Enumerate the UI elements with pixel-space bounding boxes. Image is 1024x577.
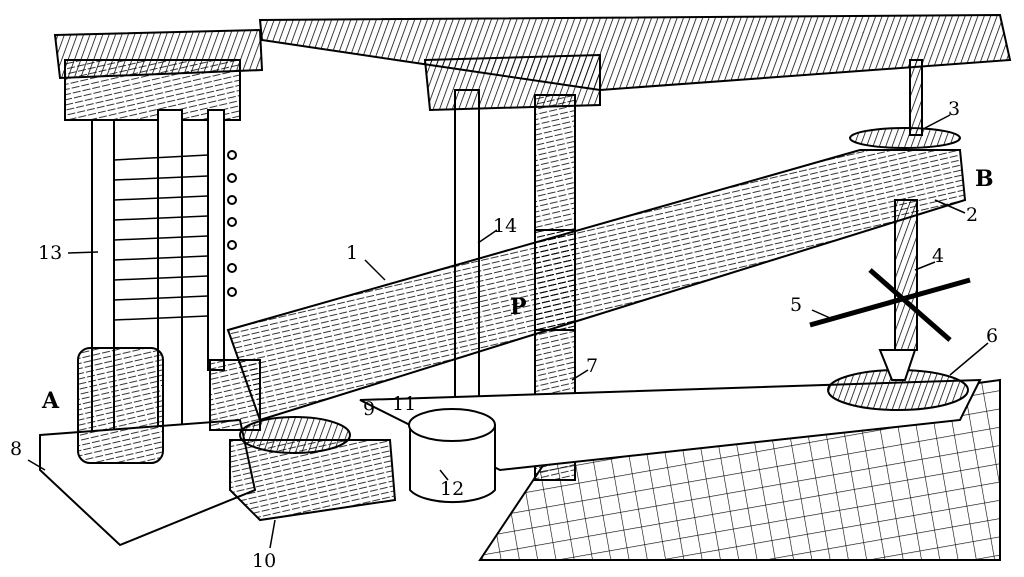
capstan-bar xyxy=(809,277,971,328)
press-post-back xyxy=(207,109,225,371)
screw xyxy=(909,59,923,136)
label-14: 14 xyxy=(493,215,518,237)
label-3: 3 xyxy=(948,98,961,120)
basket xyxy=(239,416,351,454)
pegs xyxy=(227,150,237,297)
label-7: 7 xyxy=(586,355,599,377)
block-A xyxy=(77,347,164,464)
screw-lower xyxy=(894,199,918,351)
trough-10 xyxy=(229,439,397,522)
label-A: A xyxy=(42,388,60,414)
leader-lines xyxy=(27,114,989,549)
label-1: 1 xyxy=(346,242,359,264)
rear-post xyxy=(454,89,480,421)
label-4: 4 xyxy=(932,245,945,267)
beam-end-block xyxy=(209,359,261,431)
pressing-boards xyxy=(113,154,209,321)
label-5: 5 xyxy=(790,294,803,316)
label-11: 11 xyxy=(392,393,417,415)
label-8: 8 xyxy=(10,438,23,460)
label-B: B xyxy=(975,166,994,192)
label-13: 13 xyxy=(38,242,63,264)
nut-3 xyxy=(849,127,961,149)
ceiling-beam-right xyxy=(258,13,1012,92)
label-12: 12 xyxy=(440,478,465,500)
label-P: P xyxy=(510,294,527,320)
label-2: 2 xyxy=(966,204,979,226)
label-10: 10 xyxy=(252,550,277,572)
label-9: 9 xyxy=(363,398,376,420)
label-6: 6 xyxy=(986,325,999,347)
